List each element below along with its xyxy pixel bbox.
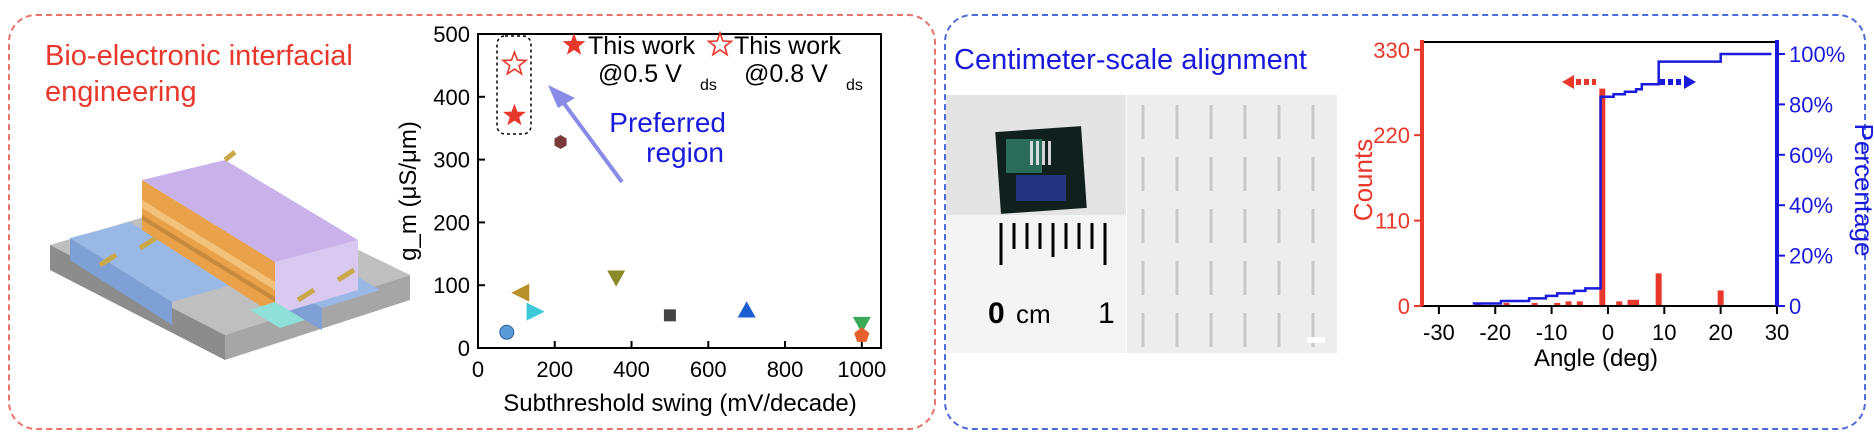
ruler-zero-label: 0 <box>988 297 1005 330</box>
histogram-y2tick-label: 40% <box>1789 193 1833 218</box>
scatter-plot-frame <box>477 33 882 349</box>
histogram-bar <box>1717 290 1724 306</box>
histogram-bar <box>1554 302 1561 306</box>
scatter-xtick-label: 800 <box>767 357 804 382</box>
legend-marker-star-open <box>706 30 734 57</box>
scatter-point-pentagon <box>854 327 870 342</box>
scatter-point-square <box>663 309 676 322</box>
legend-subscript: ds <box>846 77 863 94</box>
scatter-chart: 0 200 400 600 800 1000 0 100 200 300 400 500 Subth… <box>395 22 886 417</box>
scatter-point-star-filled <box>503 103 526 126</box>
cumulative-line <box>1472 52 1772 305</box>
histogram-xlabel: Angle (deg) <box>1534 345 1658 372</box>
histogram-y2tick-label: 20% <box>1789 244 1833 269</box>
scatter-point-triangle-up <box>737 301 756 318</box>
histogram-bar <box>1576 301 1583 306</box>
scatter-point-triangle-right <box>526 302 545 321</box>
scatter-xtick-label: 400 <box>613 357 650 382</box>
histogram-y2label: Percentage <box>1849 124 1874 257</box>
scatter-xtick-label: 1000 <box>837 357 886 382</box>
scatter-point-triangle-down <box>607 270 626 287</box>
histogram-bar <box>1565 301 1572 306</box>
legend-label: This work <box>588 32 695 60</box>
histogram-y2tick-label: 80% <box>1789 92 1833 117</box>
sample-photo: 0 cm 1 <box>946 95 1126 353</box>
scatter-point-sphere <box>499 324 515 340</box>
histogram-bar <box>1633 299 1640 306</box>
scatter-ytick-label: 0 <box>458 336 470 361</box>
legend-condition: @0.8 V <box>744 60 828 88</box>
histogram-bar <box>1616 301 1623 306</box>
left-panel <box>8 14 936 430</box>
left-heading-line1: Bio-electronic interfacial <box>45 40 353 72</box>
right-dotted-arrow <box>1660 75 1696 89</box>
histogram-ytick-label: 220 <box>1373 123 1410 148</box>
ruler-unit-label: cm <box>1016 299 1051 329</box>
left-panel-heading: Bio-electronic interfacial engineering <box>45 38 425 110</box>
scatter-ylabel: g_m (μS/μm) <box>395 121 422 261</box>
histogram-ytick-label: 0 <box>1398 294 1410 319</box>
histogram-xtick-label: 0 <box>1602 320 1614 345</box>
legend-subscript: ds <box>700 77 717 94</box>
histogram-bar <box>1627 299 1634 306</box>
scatter-point-star-open <box>500 49 529 76</box>
histogram-xtick-label: 20 <box>1708 320 1732 345</box>
histogram-y2tick-label: 60% <box>1789 143 1833 168</box>
histogram-xtick-label: -20 <box>1479 320 1511 345</box>
right-panel-heading: Centimeter-scale alignment <box>954 44 1307 76</box>
device-illustration <box>50 150 410 360</box>
preferred-region-line2: region <box>646 137 724 168</box>
alignment-micrograph <box>1127 95 1337 353</box>
left-heading-line2: engineering <box>45 76 197 108</box>
scatter-point-triangle-down <box>852 316 871 334</box>
histogram-xtick-label: -30 <box>1423 320 1455 345</box>
scatter-ytick-label: 100 <box>433 273 470 298</box>
histogram-y2tick-label: 0 <box>1789 294 1801 319</box>
scatter-ytick-label: 200 <box>433 210 470 235</box>
scatter-ytick-label: 300 <box>433 148 470 173</box>
scatter-ytick-label: 400 <box>433 85 470 110</box>
preferred-box <box>496 35 532 135</box>
histogram-xtick-label: 30 <box>1765 320 1789 345</box>
histogram-ytick-label: 330 <box>1373 38 1410 63</box>
histogram-ytick-label: 110 <box>1375 209 1410 234</box>
scatter-xtick-label: 0 <box>472 357 484 382</box>
histogram-bar <box>1531 302 1538 306</box>
scatter-point-triangle-left <box>511 283 530 302</box>
scatter-xlabel: Subthreshold swing (mV/decade) <box>503 390 857 417</box>
histogram-xtick-label: -10 <box>1536 320 1568 345</box>
left-dotted-arrow <box>1562 75 1596 89</box>
histogram-bar <box>1599 88 1606 307</box>
histogram-xtick-label: 10 <box>1652 320 1676 345</box>
preferred-region-arrow <box>548 85 624 184</box>
histogram-bar <box>1655 273 1662 306</box>
histogram-y2tick-label: 100% <box>1789 42 1845 67</box>
histogram-ylabel: Counts <box>1348 139 1378 221</box>
legend-label: This work <box>734 32 841 60</box>
scatter-ytick-label: 500 <box>433 22 470 47</box>
scatter-point-hexagon <box>554 135 567 149</box>
ruler-one-label: 1 <box>1098 297 1115 330</box>
preferred-region-line1: Preferred <box>609 107 726 138</box>
scatter-xtick-label: 600 <box>690 357 727 382</box>
legend-condition: @0.5 V <box>598 60 682 88</box>
scatter-xtick-label: 200 <box>536 357 573 382</box>
legend-marker-star-filled <box>562 33 586 55</box>
right-panel <box>944 14 1866 430</box>
histogram-bar <box>1503 302 1510 306</box>
